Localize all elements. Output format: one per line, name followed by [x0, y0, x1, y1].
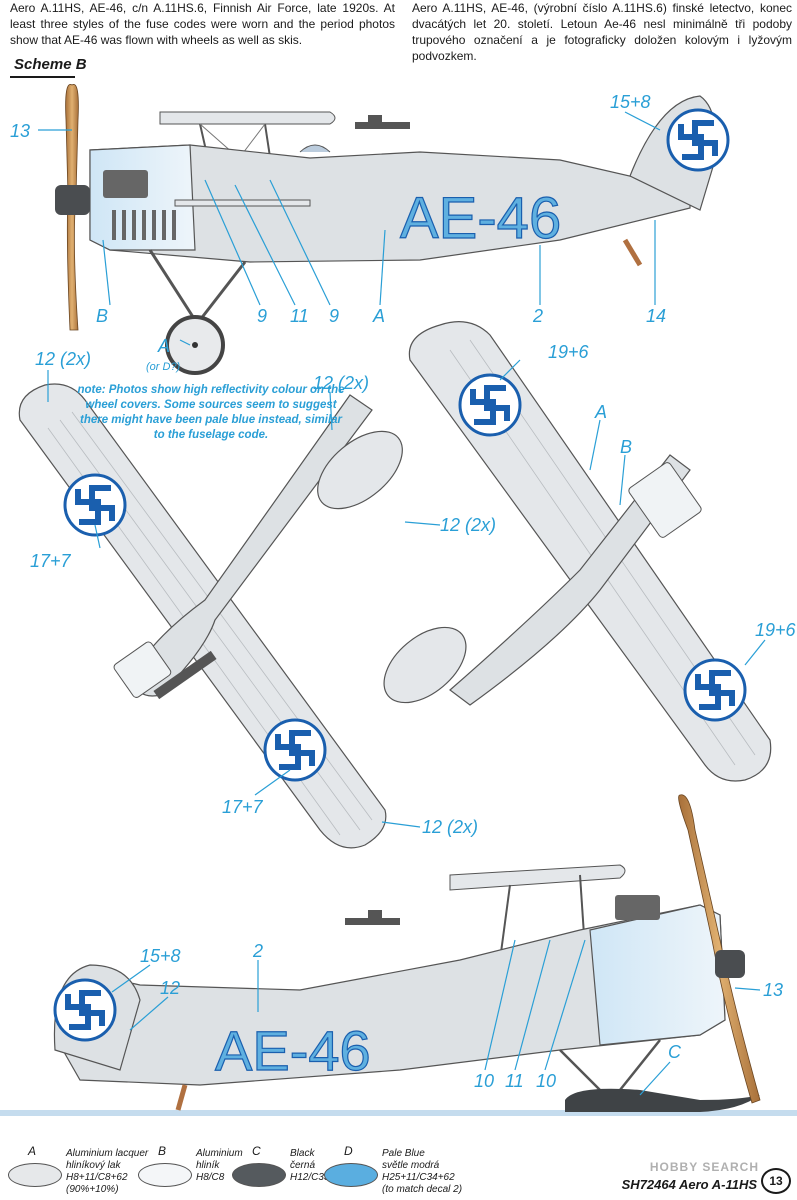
- callout-17-7-lower: 17+7: [222, 797, 264, 817]
- bottom-fuselage-code: AE-46: [215, 1019, 371, 1082]
- callout-12-side: 12: [160, 978, 180, 998]
- bottom-view: [383, 321, 772, 782]
- callout-12-2x-wingtip: 12 (2x): [422, 817, 478, 837]
- callout-15-8-bottom: 15+8: [140, 946, 181, 966]
- callout-12-2x-tail: 12 (2x): [313, 373, 369, 393]
- callout-11-top: 11: [290, 306, 309, 326]
- callout-A-bottom-view: A: [594, 402, 607, 422]
- callout-13-top: 13: [10, 121, 30, 141]
- description-english: Aero A.11HS, AE-46, c/n A.11HS.6, Finnis…: [10, 1, 395, 47]
- description-czech: Aero A.11HS, AE-46, (výrobní číslo A.11H…: [412, 1, 792, 63]
- callout-10-left: 10: [474, 1071, 494, 1091]
- callout-10-right: 10: [536, 1071, 556, 1091]
- top-view: [18, 383, 403, 849]
- swatch-D: [324, 1163, 378, 1187]
- callout-A-top: A: [372, 306, 385, 326]
- side-view-skis: [0, 794, 797, 1116]
- callout-2-top: 2: [532, 306, 543, 326]
- swatch-C: [232, 1163, 286, 1187]
- swatch-B: [138, 1163, 192, 1187]
- callout-12-2x-tailplane: 12 (2x): [440, 515, 496, 535]
- side-view-wheels: [55, 84, 730, 375]
- callout-B-bottom-view: B: [620, 437, 632, 457]
- callout-2-bottom: 2: [252, 941, 263, 961]
- callout-19-6-upper: 19+6: [548, 342, 590, 362]
- callout-A-wheel: A: [157, 336, 170, 356]
- callout-C: C: [668, 1042, 682, 1062]
- callout-leaders: [38, 111, 766, 1096]
- callout-14: 14: [646, 306, 666, 326]
- wheel-cover-note: note: Photos show high reflectivity colo…: [77, 384, 345, 441]
- callout-or-D: (or D?): [146, 361, 181, 373]
- page-number: 13: [761, 1168, 791, 1194]
- callout-9-right: 9: [329, 306, 339, 326]
- callout-labels: 13 15+8 B 9 11 9 A 2 14 A (or D?) 12 (2x…: [10, 92, 797, 1091]
- side-fuselage-code: AE-46: [400, 186, 561, 251]
- watermark: HOBBY SEARCH: [649, 1160, 759, 1174]
- callout-13-bottom: 13: [763, 980, 783, 1000]
- callout-17-7-upper: 17+7: [30, 551, 72, 571]
- scheme-title: Scheme B: [14, 56, 87, 73]
- callout-15-8-top: 15+8: [610, 92, 651, 112]
- scheme-underline: [10, 76, 75, 78]
- swatch-A: [8, 1163, 62, 1187]
- footer-product-code: SH72464 Aero A-11HS: [621, 1177, 757, 1192]
- callout-19-6-lower: 19+6: [755, 620, 797, 640]
- callout-11-bottom: 11: [505, 1071, 524, 1091]
- callout-B-top: B: [96, 306, 108, 326]
- callout-12-2x-topleft: 12 (2x): [35, 349, 91, 369]
- callout-9-left: 9: [257, 306, 267, 326]
